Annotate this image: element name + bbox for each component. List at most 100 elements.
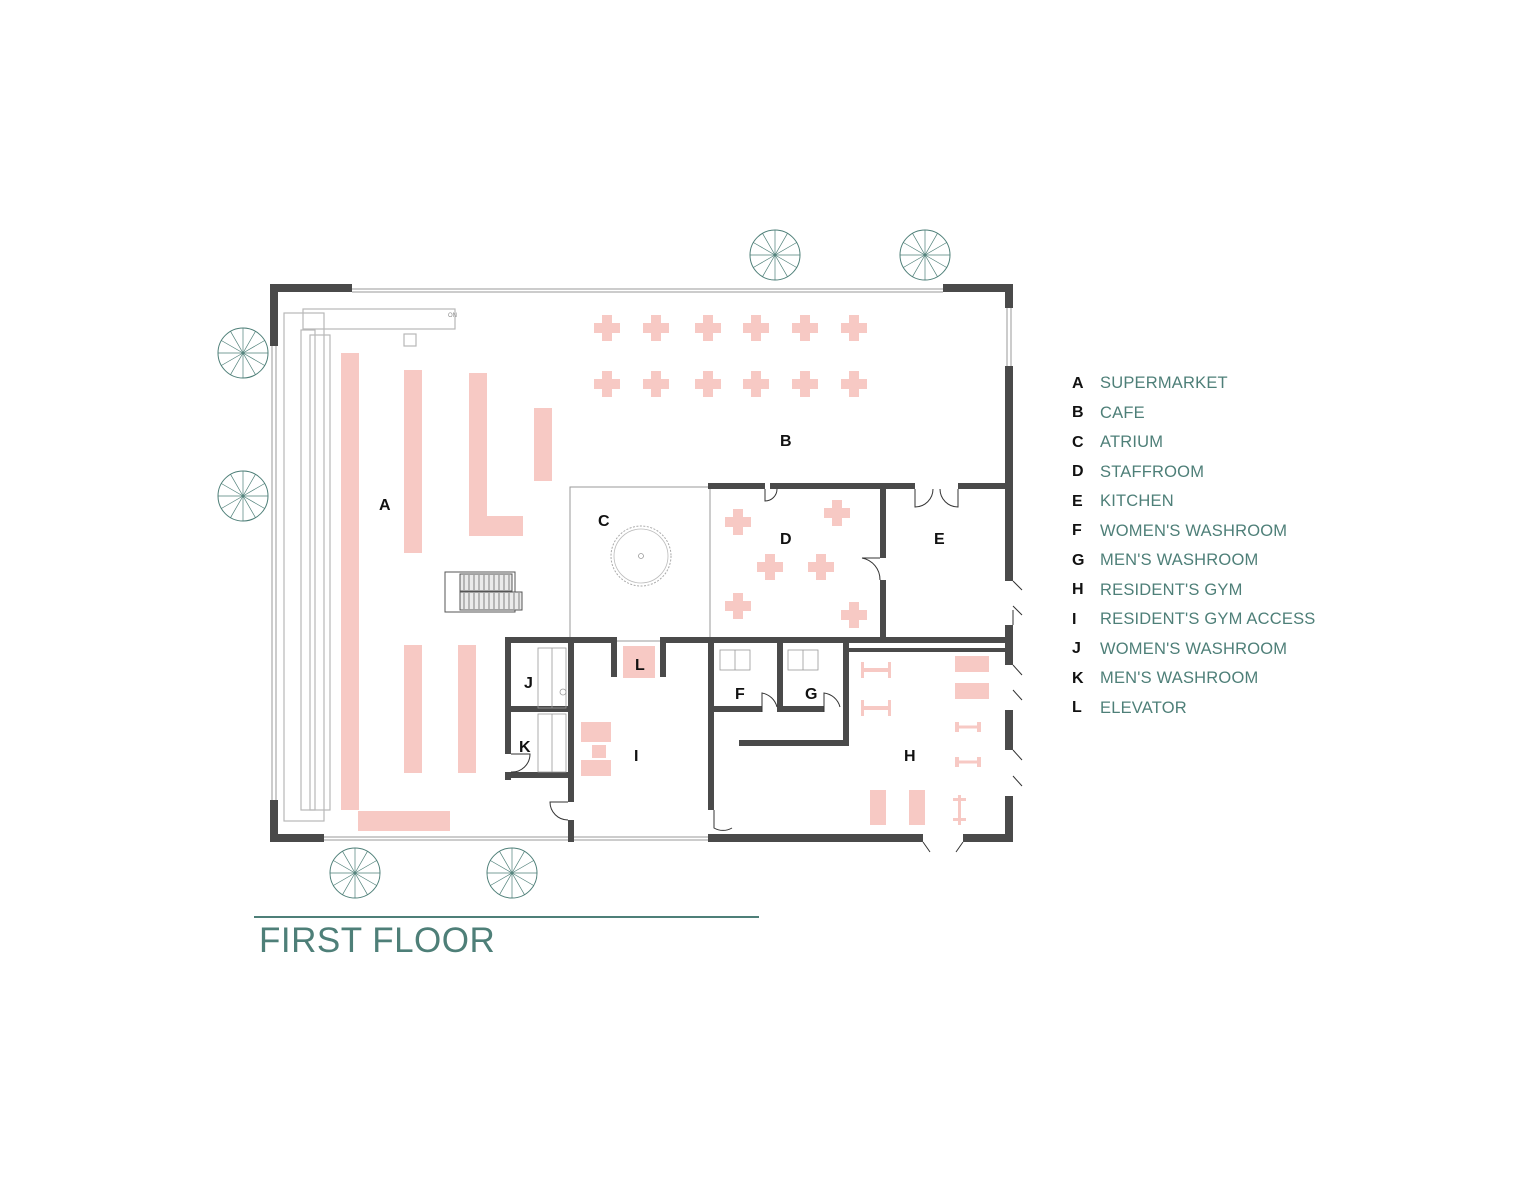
shelf [458, 645, 476, 773]
trees [217, 229, 951, 899]
door-swing-icon [1012, 580, 1023, 625]
room-label-i: I [634, 748, 638, 765]
legend-item: F WOMEN'S WASHROOM [1072, 517, 1315, 547]
door-swing-icon [861, 557, 881, 581]
shelf [581, 760, 611, 776]
door-swings [510, 488, 1023, 853]
gym-equipment [958, 795, 961, 825]
room-label-c: C [598, 513, 610, 530]
wall [886, 483, 915, 489]
legend-name: STAFFROOM [1100, 462, 1205, 481]
gym-equipment [888, 700, 891, 716]
cafe-table [751, 371, 761, 397]
legend-name: WOMEN'S WASHROOM [1100, 521, 1288, 540]
wall [843, 643, 849, 745]
wall [611, 637, 617, 677]
wall [777, 643, 783, 712]
shelf [909, 790, 925, 825]
door-swing-icon [922, 841, 964, 853]
door-swing-icon [761, 692, 778, 712]
wall [505, 637, 570, 643]
wall [708, 834, 923, 842]
gym-equipment [977, 757, 981, 767]
legend-letter: F [1072, 522, 1082, 540]
cafe-table [800, 315, 810, 341]
room-label-l: L [635, 657, 645, 674]
shelf [592, 745, 606, 758]
room-label-b: B [780, 433, 792, 450]
room-label-d: D [780, 531, 792, 548]
wall [660, 637, 886, 643]
tree-plan-icon [486, 847, 538, 899]
stair-icon [444, 571, 523, 613]
wall [1005, 625, 1013, 665]
shelf [404, 370, 422, 553]
cafe-table [849, 371, 859, 397]
wall [714, 706, 762, 712]
room-label-h: H [904, 748, 916, 765]
legend-letter: D [1072, 463, 1084, 481]
legend-item: I RESIDENT'S GYM ACCESS [1072, 605, 1315, 635]
walls [270, 284, 1013, 842]
gym-equipment [861, 706, 891, 710]
legend-letter: G [1072, 551, 1085, 569]
room-label-a: A [379, 497, 391, 514]
door-swing-icon [549, 801, 569, 821]
cafe-table [733, 509, 743, 535]
room-labels: A B C D E F G H I J K L [379, 433, 945, 765]
wall [958, 483, 1005, 489]
title-rule [254, 916, 759, 918]
glazing-lines [271, 288, 1012, 841]
legend-item: D STAFFROOM [1072, 458, 1315, 488]
wall [570, 637, 617, 643]
cafe-table [651, 371, 661, 397]
wall [1005, 710, 1013, 750]
legend-letter: J [1072, 640, 1081, 658]
door-swing-icon [713, 810, 733, 831]
legend-name: MEN'S WASHROOM [1100, 551, 1259, 570]
cafe-table [703, 315, 713, 341]
legend-letter: I [1072, 610, 1077, 628]
shelf [358, 811, 450, 831]
atrium-tree-icon [610, 525, 672, 587]
legend-name: CAFE [1100, 403, 1145, 422]
wall [739, 740, 849, 746]
wall [886, 637, 1005, 643]
wall [1005, 366, 1013, 581]
wall [963, 834, 1013, 842]
gym-equipment [953, 798, 966, 801]
wall [568, 642, 574, 802]
wall [505, 772, 511, 780]
wall [708, 643, 714, 810]
wall [943, 284, 1013, 292]
wall [660, 637, 666, 677]
wall [270, 834, 324, 842]
gym-equipment [956, 760, 980, 764]
room-label-j: J [524, 675, 533, 692]
cafe-table [602, 315, 612, 341]
tree-plan-icon [749, 229, 801, 281]
legend-name: KITCHEN [1100, 492, 1174, 511]
shelf [534, 408, 552, 481]
wall [505, 772, 570, 778]
wall [505, 706, 570, 712]
cafe-table [800, 371, 810, 397]
legend-name: SUPERMARKET [1100, 374, 1228, 393]
cafe-table [602, 371, 612, 397]
wall [270, 800, 278, 842]
wall [505, 637, 511, 754]
legend-name: RESIDENT'S GYM ACCESS [1100, 610, 1316, 629]
gym-equipment [977, 722, 981, 732]
shelf [623, 646, 655, 678]
door-swing-icon [914, 488, 934, 508]
legend-letter: C [1072, 433, 1084, 451]
wall [846, 648, 1005, 652]
door-swing-icon [939, 488, 959, 508]
